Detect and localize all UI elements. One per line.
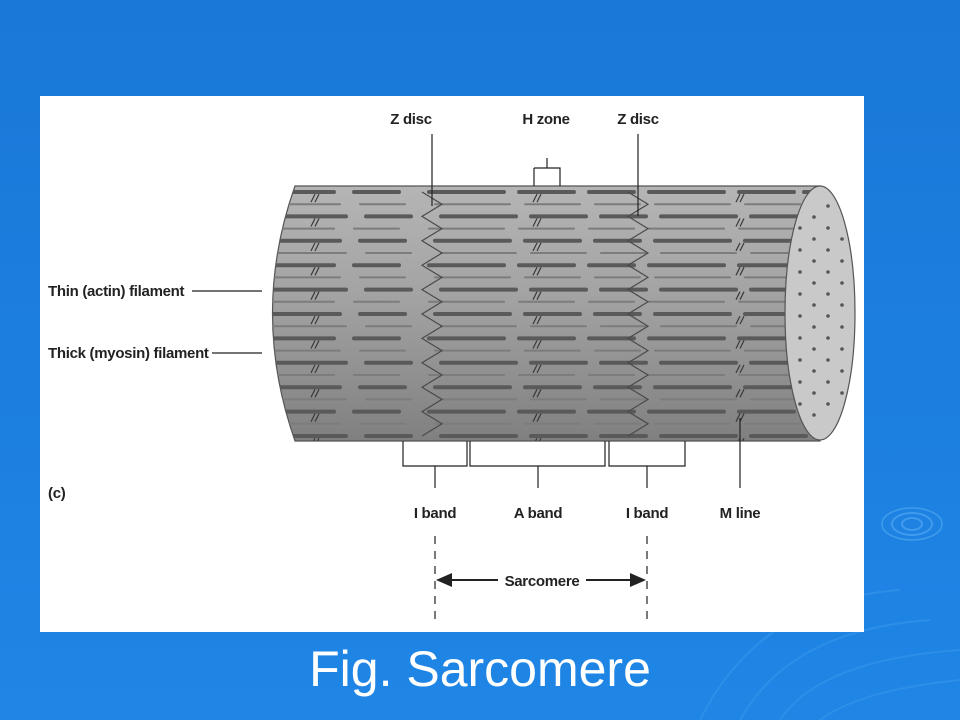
filament-end-dot <box>826 226 830 230</box>
m-line-tick <box>532 364 542 374</box>
m-line-tick <box>735 340 745 349</box>
m-line-tick <box>310 413 320 422</box>
filament-end-dot <box>840 237 844 241</box>
filament-end-dot <box>826 402 830 406</box>
filament-end-dot <box>840 347 844 351</box>
m-line-tick <box>735 315 745 325</box>
filament-end-dot <box>826 358 830 362</box>
filament-end-dot <box>840 259 844 263</box>
filament-bundle <box>272 190 820 441</box>
panel-label: (c) <box>48 485 66 502</box>
m-line-tick <box>532 267 542 276</box>
cylinder-end-face <box>784 185 856 441</box>
filament-end-dot <box>812 281 816 285</box>
top-leader-lines <box>431 134 639 216</box>
filament-end-dot <box>840 391 844 395</box>
thick-filament-label: Thick (myosin) filament <box>48 345 209 362</box>
filament-end-dot <box>798 314 802 318</box>
filament-end-dot <box>798 336 802 340</box>
m-line-tick <box>310 267 320 276</box>
filament-end-dot <box>840 325 844 329</box>
filament-end-dot <box>812 259 816 263</box>
m-line-tick <box>532 291 542 300</box>
filament-end-dot <box>826 204 830 208</box>
filament-end-dot <box>812 237 816 241</box>
filament-end-dot <box>826 380 830 384</box>
z-disc-left-label: Z disc <box>390 111 432 128</box>
filament-end-dot <box>812 347 816 351</box>
m-line-tick <box>310 364 320 374</box>
m-line-tick <box>310 242 320 252</box>
m-line-tick <box>735 389 745 398</box>
m-line-tick <box>532 340 542 349</box>
m-line-tick <box>735 291 745 300</box>
filament-end-dot <box>812 325 816 329</box>
sarcomere-diagram: Z disc H zone Z disc Thin (actin) filame… <box>40 96 864 632</box>
filament-end-dot <box>812 215 816 219</box>
band-brackets <box>402 418 741 488</box>
m-line-tick <box>532 413 542 422</box>
filament-end-dot <box>812 303 816 307</box>
filament-end-dot <box>812 369 816 373</box>
z-disc-line <box>626 191 650 437</box>
m-line-tick <box>310 389 320 398</box>
sarcomere-arrow <box>436 573 646 587</box>
m-line-tick <box>310 437 320 441</box>
filament-end-dot <box>798 248 802 252</box>
z-disc-right-label: Z disc <box>617 111 659 128</box>
m-line-tick <box>735 364 745 374</box>
filament-end-dot <box>826 314 830 318</box>
m-line-tick <box>532 193 542 203</box>
m-line-tick <box>735 437 745 441</box>
m-line-tick <box>735 242 745 252</box>
m-line-tick <box>735 193 745 203</box>
filament-end-dot <box>798 380 802 384</box>
m-line-tick <box>532 242 542 252</box>
filament-end-dot <box>798 358 802 362</box>
left-leader-lines <box>192 290 262 354</box>
m-line-tick <box>532 218 542 227</box>
z-disc-line <box>420 191 444 437</box>
sarcomere-label: Sarcomere <box>505 573 580 590</box>
filament-end-dot <box>798 270 802 274</box>
myofibril-illustration: Z disc H zone Z disc Thin (actin) filame… <box>48 111 856 624</box>
filament-end-dot <box>812 391 816 395</box>
a-band-label: A band <box>514 505 563 522</box>
i-band-left-label: I band <box>414 505 457 522</box>
filament-end-dot <box>840 369 844 373</box>
m-line-tick <box>310 340 320 349</box>
filament-end-dot <box>840 303 844 307</box>
m-line-tick <box>310 218 320 227</box>
filament-end-dot <box>826 270 830 274</box>
h-zone-label: H zone <box>522 111 569 128</box>
m-line-tick <box>532 389 542 398</box>
filament-end-dot <box>840 281 844 285</box>
slide-caption: Fig. Sarcomere <box>309 641 651 697</box>
m-line-tick <box>310 193 320 203</box>
i-band-right-label: I band <box>626 505 669 522</box>
filament-end-dot <box>826 292 830 296</box>
m-line-tick <box>735 218 745 227</box>
m-line-tick <box>532 437 542 441</box>
m-line-tick <box>735 413 745 422</box>
filament-end-dot <box>826 248 830 252</box>
filament-end-dot <box>826 336 830 340</box>
filament-end-dot <box>798 292 802 296</box>
filament-end-dot <box>798 226 802 230</box>
m-line-tick <box>532 315 542 325</box>
thin-filament-label: Thin (actin) filament <box>48 283 185 300</box>
m-line-tick <box>310 315 320 325</box>
filament-cross-section-dots <box>798 204 844 417</box>
filament-end-dot <box>812 413 816 417</box>
m-line-tick <box>310 291 320 300</box>
filament-end-dot <box>798 402 802 406</box>
m-line-tick <box>735 267 745 276</box>
m-line-label: M line <box>720 505 761 522</box>
